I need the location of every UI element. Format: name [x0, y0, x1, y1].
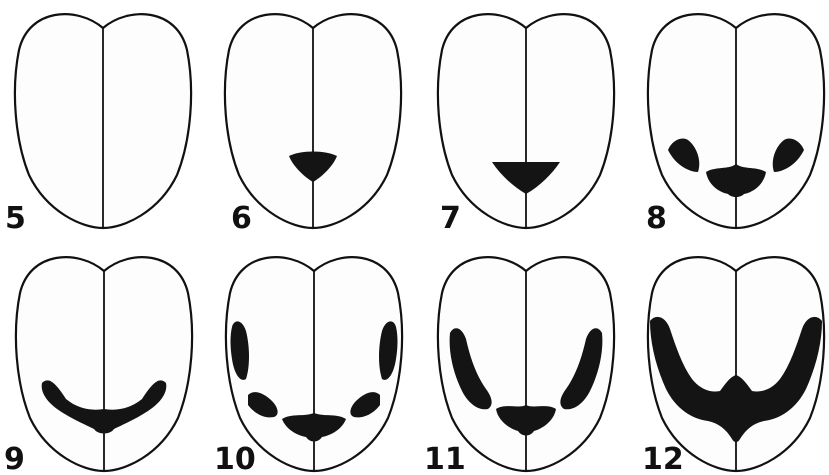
- figure-12: 12: [642, 257, 824, 475]
- figure-label: 12: [642, 442, 684, 475]
- figure-label: 5: [5, 201, 26, 236]
- figure-label: 7: [440, 201, 461, 236]
- figure-10: 10: [214, 257, 402, 475]
- figure-label: 10: [214, 442, 256, 475]
- figure-label: 6: [231, 201, 252, 236]
- figure-label: 11: [424, 442, 466, 475]
- figure-9: 9: [4, 257, 192, 475]
- figure-label: 9: [4, 442, 25, 475]
- figure-6: 6: [225, 14, 401, 236]
- figure-8: 8: [646, 14, 824, 236]
- figure-5: 5: [5, 14, 191, 236]
- figure-7: 7: [438, 14, 614, 236]
- figure-label: 8: [646, 201, 667, 236]
- figure-11: 11: [424, 257, 614, 475]
